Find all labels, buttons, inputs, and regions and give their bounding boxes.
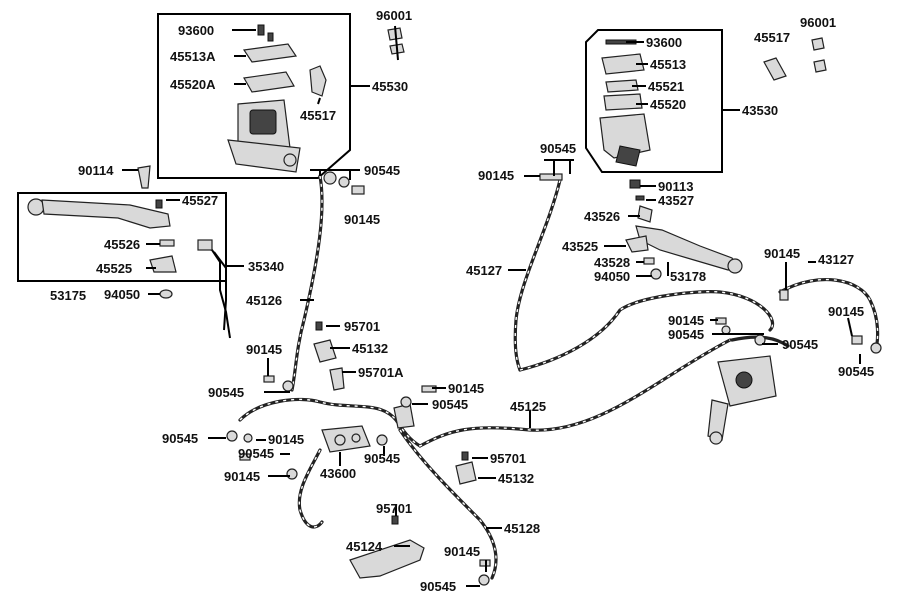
callout-90145-l1: 90145 bbox=[246, 342, 282, 357]
callout-35340: 35340 bbox=[248, 259, 284, 274]
leader-lines bbox=[122, 29, 861, 587]
callout-45520: 45520 bbox=[650, 97, 686, 112]
bolts-96001-right-icon bbox=[811, 37, 827, 73]
callout-45513a: 45513A bbox=[170, 49, 216, 64]
bracket-45517-icon bbox=[309, 65, 327, 97]
lever-53178-icon bbox=[625, 179, 743, 280]
nut-94050-icon bbox=[159, 289, 173, 299]
callout-45125: 45125 bbox=[510, 399, 546, 414]
callout-45521: 45521 bbox=[648, 79, 684, 94]
callout-90545-r1: 90545 bbox=[540, 141, 576, 156]
callout-45526: 45526 bbox=[104, 237, 140, 252]
callout-94050-right: 94050 bbox=[594, 269, 630, 284]
callout-45520a: 45520A bbox=[170, 77, 216, 92]
screw-93600-icon bbox=[257, 24, 265, 36]
callout-93600-right: 93600 bbox=[646, 35, 682, 50]
callout-45517-left: 45517 bbox=[300, 108, 336, 123]
callout-93600: 93600 bbox=[178, 23, 214, 38]
left-master-cylinder-box bbox=[157, 13, 351, 179]
callout-43530: 43530 bbox=[742, 103, 778, 118]
callout-45126: 45126 bbox=[246, 293, 282, 308]
callout-43127: 43127 bbox=[818, 252, 854, 267]
callout-90545-mid: 90545 bbox=[432, 397, 468, 412]
callout-90545-l1: 90545 bbox=[208, 385, 244, 400]
callout-43600: 43600 bbox=[320, 466, 356, 481]
callout-90545-r2: 90545 bbox=[668, 327, 704, 342]
right-master-cylinder-parts bbox=[599, 39, 651, 167]
callout-45530: 45530 bbox=[372, 79, 408, 94]
callout-90545-c: 90545 bbox=[364, 451, 400, 466]
callout-45128: 45128 bbox=[504, 521, 540, 536]
callout-43526: 43526 bbox=[584, 209, 620, 224]
callout-90145-mid: 90145 bbox=[448, 381, 484, 396]
callout-90145-l3: 90145 bbox=[224, 469, 260, 484]
callout-90113: 90113 bbox=[658, 179, 693, 194]
diaphragm-icon bbox=[243, 71, 295, 93]
callout-45124: 45124 bbox=[346, 539, 383, 554]
callout-95701-a: 95701 bbox=[344, 319, 380, 334]
clips bbox=[313, 321, 477, 579]
callout-43525: 43525 bbox=[562, 239, 598, 254]
callout-90145-bot: 90145 bbox=[444, 544, 480, 559]
left-lever-box bbox=[17, 192, 227, 282]
hose-lines bbox=[238, 174, 880, 580]
callout-95701-c: 95701 bbox=[376, 501, 412, 516]
screw-90114-icon bbox=[137, 165, 151, 189]
bracket-45124-icon bbox=[349, 539, 425, 579]
callout-96001-right: 96001 bbox=[800, 15, 836, 30]
left-master-cylinder-parts bbox=[227, 24, 327, 173]
callout-43527: 43527 bbox=[658, 193, 694, 208]
callout-90145-r3: 90145 bbox=[828, 304, 864, 319]
callout-90545-l2: 90545 bbox=[162, 431, 198, 446]
callout-96001-left: 96001 bbox=[376, 8, 412, 23]
callout-labels: 93600 45513A 45520A 45517 45530 96001 90… bbox=[50, 8, 874, 594]
bolts-96001-left-icon bbox=[387, 25, 405, 61]
callout-90545-r4: 90545 bbox=[838, 364, 874, 379]
callout-45517-right: 45517 bbox=[754, 30, 790, 45]
callout-53178: 53178 bbox=[670, 269, 706, 284]
callout-90114: 90114 bbox=[78, 163, 114, 178]
callout-95701a: 95701A bbox=[358, 365, 404, 380]
callout-90545-top: 90545 bbox=[364, 163, 400, 178]
callout-53175: 53175 bbox=[50, 288, 86, 303]
callout-90545-r3: 90545 bbox=[782, 337, 818, 352]
callout-90145-r4: 90145 bbox=[668, 313, 704, 328]
callout-45513: 45513 bbox=[650, 57, 686, 72]
callout-45132-a: 45132 bbox=[352, 341, 388, 356]
callout-90545-l3: 90545 bbox=[238, 446, 274, 461]
callout-43528: 43528 bbox=[594, 255, 630, 270]
lever-53175-icon bbox=[27, 198, 177, 273]
callout-90145-r1: 90145 bbox=[478, 168, 514, 183]
callout-94050-left: 94050 bbox=[104, 287, 140, 302]
callout-90145-r2: 90145 bbox=[764, 246, 800, 261]
caliper-icon bbox=[707, 355, 777, 445]
fittings bbox=[226, 171, 882, 586]
callout-90145-l2: 90145 bbox=[268, 432, 304, 447]
callout-45525: 45525 bbox=[96, 261, 132, 276]
callout-90145-top: 90145 bbox=[344, 212, 380, 227]
callout-45132-b: 45132 bbox=[498, 471, 534, 486]
reservoir-cap-icon bbox=[242, 43, 298, 63]
valve-43600-icon bbox=[321, 425, 371, 453]
callout-45127: 45127 bbox=[466, 263, 502, 278]
bracket-45517-right-icon bbox=[763, 57, 787, 81]
callout-90545-bot: 90545 bbox=[420, 579, 456, 594]
right-master-cylinder-box bbox=[585, 29, 723, 173]
callout-95701-b: 95701 bbox=[490, 451, 526, 466]
callout-45527: 45527 bbox=[182, 193, 218, 208]
